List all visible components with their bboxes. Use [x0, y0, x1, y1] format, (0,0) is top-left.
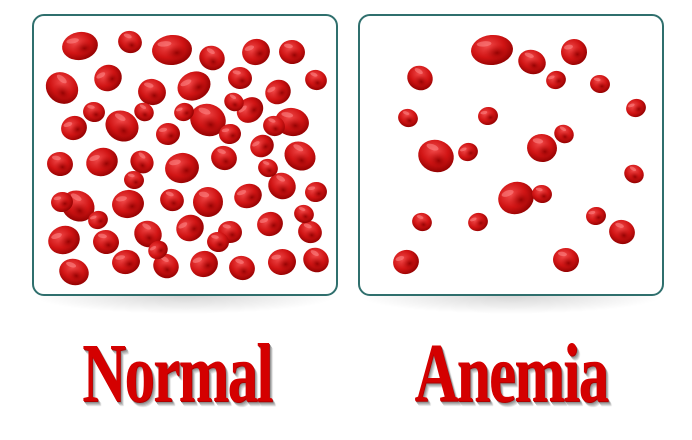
- normal-blood-panel: [32, 14, 338, 296]
- red-blood-cell: [229, 255, 255, 281]
- red-blood-cell: [554, 124, 574, 144]
- red-blood-cell: [407, 65, 433, 91]
- red-blood-cell: [561, 39, 587, 65]
- red-blood-cell: [174, 102, 194, 122]
- red-blood-cell: [86, 147, 118, 177]
- anemia-panel-shadow: [358, 296, 664, 314]
- red-blood-cell: [294, 204, 314, 224]
- red-blood-cell: [393, 249, 419, 275]
- red-blood-cell: [468, 212, 488, 232]
- red-blood-cell: [412, 212, 432, 232]
- red-blood-cell: [242, 38, 270, 66]
- red-blood-cell: [258, 158, 278, 178]
- red-blood-cell: [553, 247, 579, 273]
- normal-label: Normal: [82, 327, 273, 420]
- red-blood-cell: [458, 142, 478, 162]
- red-blood-cell: [47, 151, 73, 177]
- red-blood-cell: [498, 181, 534, 215]
- red-blood-cell: [250, 134, 274, 158]
- red-blood-cell: [153, 253, 179, 279]
- red-blood-cell: [134, 102, 154, 122]
- red-blood-cell: [398, 108, 418, 128]
- red-blood-cell: [207, 231, 229, 253]
- red-blood-cell: [305, 69, 327, 91]
- red-blood-cell: [134, 220, 162, 248]
- red-blood-cell: [257, 211, 283, 237]
- red-blood-cell: [586, 206, 606, 226]
- red-blood-cell: [199, 45, 225, 71]
- red-blood-cell: [263, 115, 285, 137]
- red-blood-cell: [268, 172, 296, 200]
- anemia-label: Anemia: [414, 327, 609, 420]
- red-blood-cell: [156, 122, 180, 146]
- red-blood-cell: [83, 101, 105, 123]
- red-blood-cell: [224, 92, 244, 112]
- red-blood-cell: [177, 71, 211, 101]
- red-blood-cell: [268, 248, 296, 276]
- red-blood-cell: [471, 34, 513, 66]
- red-blood-cell: [532, 184, 552, 204]
- red-blood-cell: [193, 187, 223, 217]
- red-blood-cell: [279, 39, 305, 65]
- red-blood-cell: [148, 240, 168, 260]
- red-blood-cell: [105, 110, 139, 142]
- red-blood-cell: [124, 170, 144, 190]
- red-blood-cell: [59, 258, 89, 286]
- red-blood-cell: [590, 74, 610, 94]
- red-blood-cell: [152, 34, 192, 66]
- red-blood-cell: [626, 98, 646, 118]
- red-blood-cell: [236, 97, 264, 123]
- red-blood-cell: [265, 79, 291, 105]
- red-blood-cell: [478, 106, 498, 126]
- red-blood-cell: [211, 145, 237, 171]
- red-blood-cell: [234, 183, 262, 209]
- anemia-blood-panel: [358, 14, 664, 296]
- red-blood-cell: [527, 133, 557, 163]
- red-blood-cell: [61, 115, 87, 141]
- red-blood-cell: [160, 188, 184, 212]
- red-blood-cell: [305, 181, 327, 203]
- red-blood-cell: [118, 30, 142, 54]
- red-blood-cell: [51, 191, 73, 213]
- red-blood-cell: [418, 139, 454, 173]
- red-blood-cell: [190, 103, 226, 137]
- red-blood-cell: [48, 225, 80, 255]
- red-blood-cell: [190, 250, 218, 278]
- red-blood-cell: [518, 49, 546, 75]
- normal-panel-shadow: [32, 296, 338, 314]
- red-blood-cell: [138, 78, 166, 106]
- red-blood-cell: [624, 164, 644, 184]
- red-blood-cell: [93, 229, 119, 255]
- red-blood-cell: [546, 70, 566, 90]
- red-blood-cell: [62, 31, 98, 61]
- red-blood-cell: [45, 72, 79, 104]
- red-blood-cell: [130, 150, 154, 174]
- red-blood-cell: [176, 214, 204, 242]
- red-blood-cell: [112, 189, 144, 219]
- red-blood-cell: [228, 66, 252, 90]
- red-blood-cell: [165, 152, 199, 184]
- normal-cells-layer: [45, 30, 329, 286]
- red-blood-cell: [219, 123, 241, 145]
- red-blood-cell: [609, 219, 635, 245]
- red-blood-cell: [303, 247, 329, 273]
- red-blood-cell: [284, 141, 316, 171]
- anemia-cells-layer: [393, 34, 646, 275]
- red-blood-cell: [94, 64, 122, 92]
- red-blood-cell: [298, 220, 322, 244]
- red-blood-cell: [112, 249, 140, 275]
- red-blood-cell: [88, 210, 108, 230]
